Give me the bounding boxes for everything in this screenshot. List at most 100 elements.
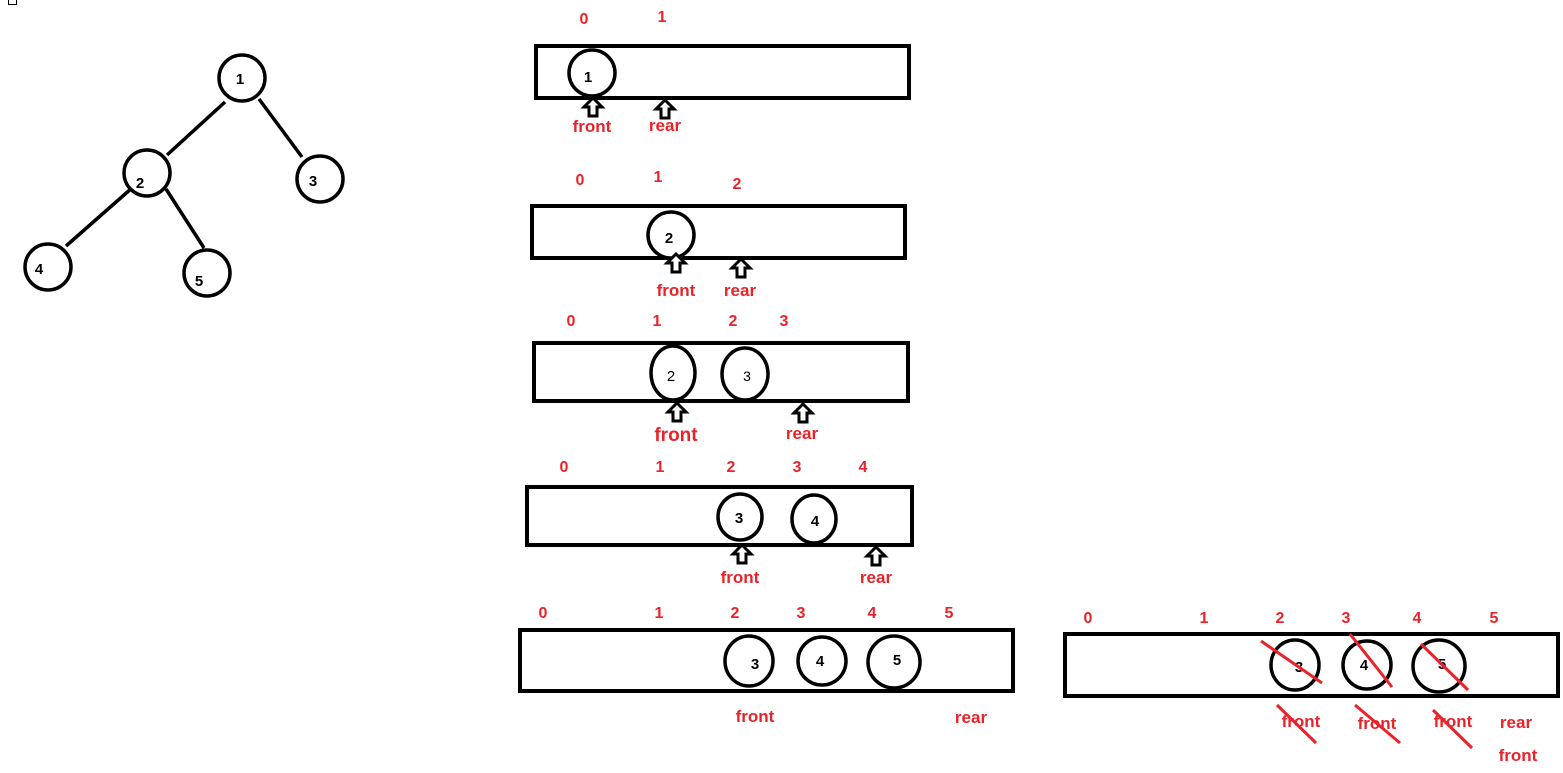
queue-array-box xyxy=(530,204,907,260)
tree-node: 2 xyxy=(122,148,172,198)
index-label: 5 xyxy=(945,605,954,622)
queue-item: 3 xyxy=(716,492,764,542)
queue-item: 2 xyxy=(649,344,697,402)
queue-item-circle xyxy=(567,48,617,98)
corner-glyph xyxy=(8,0,17,5)
queue-item-circle xyxy=(720,346,770,402)
queue-item: 1 xyxy=(567,48,617,98)
pointer-label: front xyxy=(573,117,612,136)
pointer-arrow-icon xyxy=(652,97,678,120)
index-label: 2 xyxy=(729,313,738,330)
queue-item-circle xyxy=(723,634,775,688)
tree-node-label: 2 xyxy=(136,175,144,192)
tree-node-circle xyxy=(182,248,232,298)
queue-item: 5 xyxy=(866,634,922,690)
queue-item-label: 3 xyxy=(743,368,751,384)
pointer-label: front xyxy=(736,707,775,726)
queue-item-label: 3 xyxy=(735,510,743,527)
tree-node-label: 3 xyxy=(309,173,317,190)
index-label: 0 xyxy=(560,459,569,476)
queue-item-label: 5 xyxy=(893,652,901,669)
tree-node: 1 xyxy=(217,53,267,103)
queue-item-circle xyxy=(1341,639,1393,691)
index-label: 2 xyxy=(727,459,736,476)
queue-states: 0 1 1 front rear 0 1 2 2 front rear 0 1 2 3 2 3 front rear… xyxy=(518,9,1560,765)
queue-item: 2 xyxy=(646,210,696,260)
index-label: 4 xyxy=(868,605,877,622)
tree-node-circle xyxy=(217,53,267,103)
strike-mark xyxy=(1431,708,1474,750)
tree-node-label: 5 xyxy=(195,273,203,290)
pointer-label: rear xyxy=(955,708,988,727)
queue-item-label: 4 xyxy=(811,513,820,530)
index-label: 0 xyxy=(539,605,548,622)
queue-state: 0 1 2 3 4 5 3 4 5 front rear xyxy=(518,605,1015,727)
queue-item-label: 2 xyxy=(665,230,673,247)
index-label: 0 xyxy=(567,313,576,330)
queue-item-circle xyxy=(790,493,838,545)
index-label: 5 xyxy=(1490,610,1499,627)
index-label: 1 xyxy=(656,459,665,476)
pointer-label: front xyxy=(1282,712,1321,731)
pointer-label: rear xyxy=(786,424,819,443)
pointer-arrow-icon xyxy=(728,256,754,279)
index-label: 3 xyxy=(1342,610,1351,627)
strike-mark xyxy=(1275,703,1318,745)
pointer-label: rear xyxy=(724,281,757,300)
index-label: 3 xyxy=(780,313,789,330)
tree-edge xyxy=(257,97,304,159)
index-label: 3 xyxy=(797,605,806,622)
pointer-arrow-icon xyxy=(790,401,816,424)
tree-edge xyxy=(164,188,206,249)
queue-item: 4 xyxy=(796,635,848,687)
pointer-label: rear xyxy=(1500,713,1533,732)
queue-item: 5 xyxy=(1411,638,1467,694)
queue-item-label: 4 xyxy=(1360,657,1369,674)
queue-item: 4 xyxy=(790,493,838,545)
tree-node-label: 4 xyxy=(35,261,44,278)
index-label: 1 xyxy=(655,605,664,622)
queue-item-label: 1 xyxy=(584,69,592,86)
tree-edge xyxy=(165,100,227,157)
index-label: 4 xyxy=(1413,610,1422,627)
strike-mark xyxy=(1260,639,1323,685)
pointer-label: front xyxy=(1499,746,1538,765)
queue-item: 3 xyxy=(720,346,770,402)
index-label: 2 xyxy=(731,605,740,622)
pointer-arrow-icon xyxy=(663,251,689,274)
queue-item: 3 xyxy=(723,634,775,688)
strike-mark xyxy=(1354,703,1401,745)
index-label: 1 xyxy=(653,313,662,330)
index-label: 0 xyxy=(580,11,589,28)
index-label: 3 xyxy=(793,459,802,476)
strike-mark xyxy=(1419,642,1470,692)
index-label: 2 xyxy=(1276,610,1285,627)
pointer-label: front xyxy=(721,568,760,587)
tree-node-circle xyxy=(23,242,73,292)
pointer-label: front xyxy=(1434,712,1473,731)
tree-node-circle xyxy=(122,148,172,198)
binary-tree: 1 2 3 4 5 xyxy=(23,53,345,298)
queue-item-circle xyxy=(716,492,764,542)
pointer-arrow-icon xyxy=(729,542,755,565)
tree-node: 3 xyxy=(295,154,345,204)
queue-item: 4 xyxy=(1341,639,1393,691)
queue-item-label: 2 xyxy=(667,368,675,385)
queue-item-circle xyxy=(796,635,848,687)
queue-item-label: 3 xyxy=(751,656,759,673)
tree-node: 5 xyxy=(182,248,232,298)
index-label: 1 xyxy=(1200,610,1209,627)
queue-item-circle xyxy=(1411,638,1467,694)
tree-node-label: 1 xyxy=(236,71,244,88)
index-label: 1 xyxy=(654,169,663,186)
queue-item-circle xyxy=(866,634,922,690)
pointer-arrow-icon xyxy=(580,95,606,118)
queue-item-circle xyxy=(649,344,697,402)
index-label: 0 xyxy=(576,172,585,189)
pointer-arrow-icon xyxy=(863,544,889,567)
